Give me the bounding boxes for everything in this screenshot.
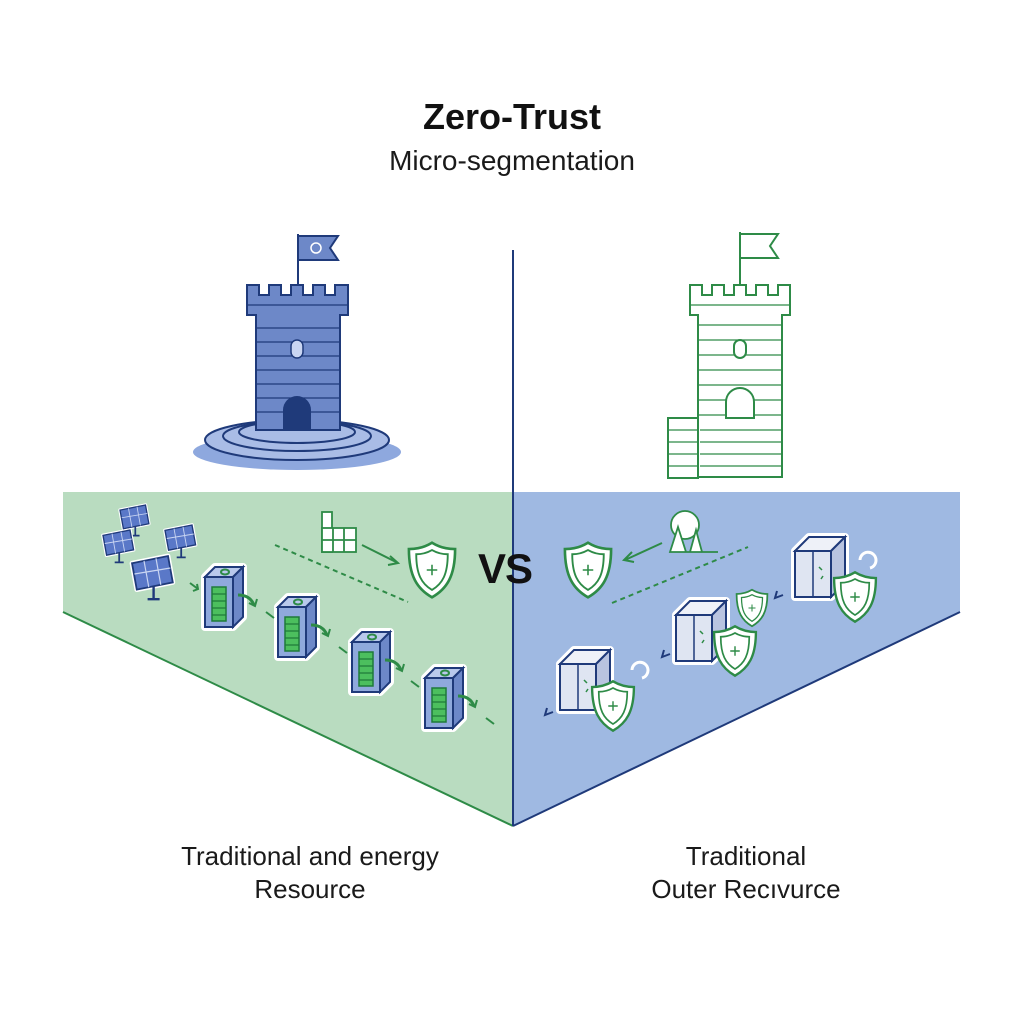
arrow-icon xyxy=(621,542,663,563)
dashed-divider xyxy=(274,544,409,603)
left-caption-line1: Traditional and energy xyxy=(181,841,439,871)
battery-chain-icons xyxy=(189,567,495,728)
left-caption: Traditional and energy Resource xyxy=(150,840,470,906)
right-caption-line2: Outer Recıvurce xyxy=(651,874,841,904)
right-caption: Traditional Outer Recıvurce xyxy=(596,840,896,906)
server-shield-group xyxy=(543,537,878,732)
page-title: Zero-Trust xyxy=(422,96,601,137)
castle-with-moat-icon xyxy=(193,234,401,470)
dashed-divider xyxy=(611,546,749,604)
trees-icon xyxy=(668,510,718,553)
outline-castle-icon xyxy=(667,232,791,479)
factory-icon xyxy=(321,511,357,553)
right-panel-edge xyxy=(512,611,961,827)
vs-label: VS xyxy=(478,545,533,592)
left-caption-line2: Resource xyxy=(254,874,366,904)
left-panel-edge xyxy=(62,611,514,827)
page-subtitle: Micro-segmentation xyxy=(389,145,635,176)
right-caption-line1: Traditional xyxy=(685,841,807,871)
arrow-icon xyxy=(361,544,401,566)
